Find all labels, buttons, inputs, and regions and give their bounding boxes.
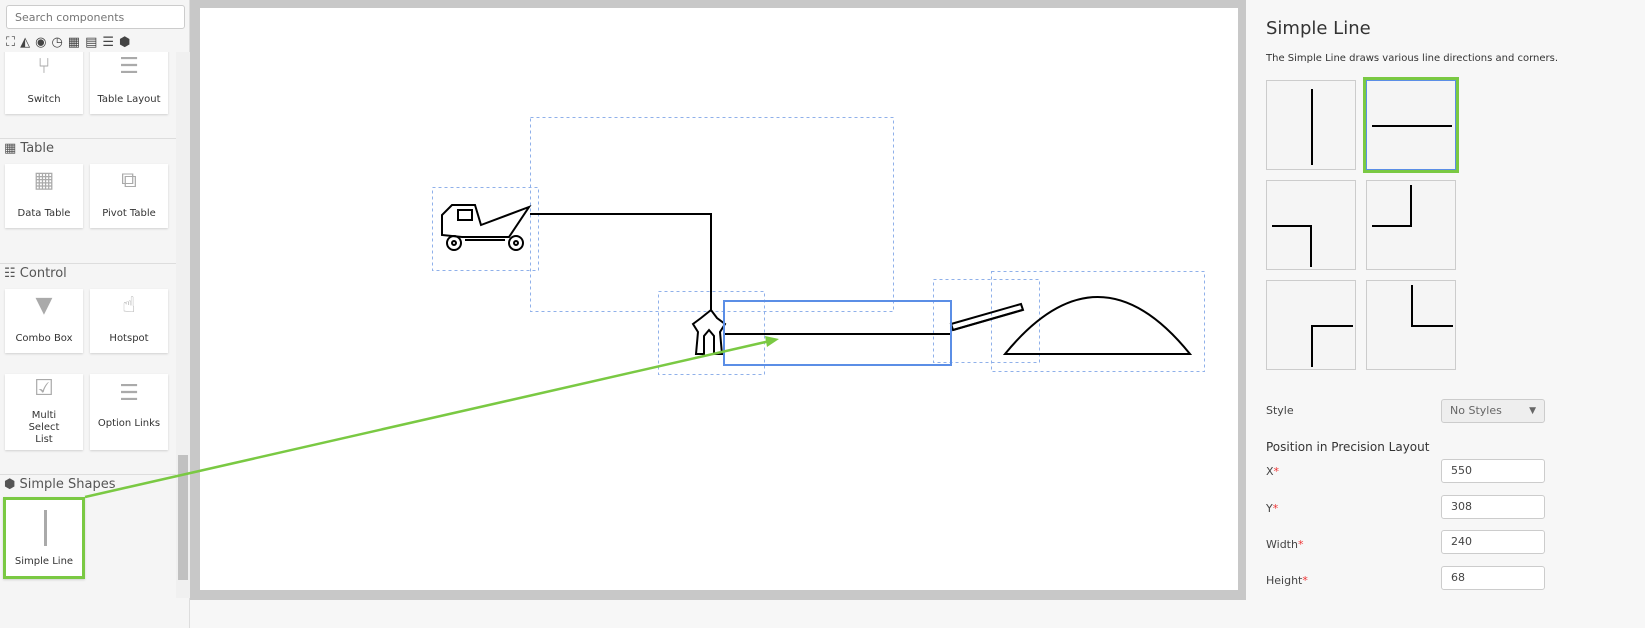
- corner-line[interactable]: [530, 213, 712, 310]
- x-input[interactable]: 550: [1441, 459, 1545, 483]
- y-input[interactable]: 308: [1441, 495, 1545, 519]
- height-input[interactable]: 68: [1441, 566, 1545, 590]
- line-option-corner-bottom-right[interactable]: [1266, 280, 1356, 370]
- line-option-vertical[interactable]: [1266, 80, 1356, 170]
- tile-simple-line[interactable]: Simple Line: [3, 497, 85, 579]
- tile-table-layout[interactable]: ☰Table Layout: [90, 52, 168, 114]
- position-heading: Position in Precision Layout: [1266, 440, 1430, 454]
- panel-title: Simple Line: [1266, 18, 1371, 39]
- component-list: ⑂Switch ☰Table Layout ▦ Table ▦Data Tabl…: [0, 52, 176, 598]
- search-input[interactable]: [6, 5, 185, 29]
- tile-combo-box[interactable]: ▼Combo Box: [5, 289, 83, 353]
- pile-bounding-box[interactable]: [991, 271, 1205, 372]
- data-table-icon: ▦: [33, 169, 55, 193]
- line-option-corner-bottom-left[interactable]: [1366, 180, 1456, 270]
- line-option-horizontal[interactable]: [1366, 80, 1456, 170]
- line-option-corner-top-right[interactable]: [1266, 180, 1356, 270]
- canvas-drawing: [432, 117, 1205, 375]
- properties-panel: Simple Line The Simple Line draws variou…: [1248, 0, 1645, 628]
- section-control: ☷ Control: [0, 263, 176, 283]
- style-select[interactable]: No Styles▼: [1441, 399, 1545, 423]
- conveyor-icon: [949, 302, 1025, 332]
- switch-icon: ⑂: [37, 55, 51, 79]
- tile-data-table[interactable]: ▦Data Table: [5, 164, 83, 228]
- selected-line-outline[interactable]: [723, 300, 952, 366]
- section-table: ▦ Table: [0, 138, 176, 158]
- y-label: Y*: [1266, 502, 1279, 515]
- height-label: Height*: [1266, 574, 1308, 587]
- component-sidebar: ⛶ ◭ ◉ ◷ ▦ ▤ ☰ ⬢ ⑂Switch ☰Table Layout ▦ …: [0, 0, 190, 628]
- sliders-icon: ☷: [4, 266, 20, 281]
- hierarchy-icon[interactable]: ⛶: [6, 35, 16, 50]
- cube-icon[interactable]: ⬢: [119, 35, 131, 50]
- scrollbar-thumb[interactable]: [178, 455, 188, 580]
- width-label: Width*: [1266, 538, 1304, 551]
- category-icons: ⛶ ◭ ◉ ◷ ▦ ▤ ☰ ⬢: [6, 35, 130, 50]
- conveyor-bounding-box[interactable]: [933, 279, 1040, 363]
- panel-description: The Simple Line draws various line direc…: [1266, 53, 1559, 64]
- style-label: Style: [1266, 404, 1294, 417]
- table-icon: ▦: [4, 141, 21, 156]
- combo-box-icon: ▼: [35, 294, 53, 318]
- tile-hotspot[interactable]: ☝Hotspot: [90, 289, 168, 353]
- x-label: X*: [1266, 465, 1280, 478]
- design-canvas[interactable]: [200, 8, 1238, 590]
- truck-icon: [441, 204, 532, 251]
- crane-claw-icon: [691, 308, 727, 355]
- eye-icon[interactable]: ◉: [35, 35, 47, 50]
- pivot-table-icon: ⧉: [121, 169, 137, 193]
- cube-icon: ⬢: [4, 477, 20, 492]
- tile-option-links[interactable]: ☰Option Links: [90, 374, 168, 450]
- width-input[interactable]: 240: [1441, 530, 1545, 554]
- table-icon[interactable]: ▤: [85, 35, 98, 50]
- checklist-icon: ☑: [34, 377, 54, 401]
- section-simple-shapes: ⬢ Simple Shapes: [0, 474, 176, 494]
- area-chart-icon[interactable]: ◭: [20, 35, 31, 50]
- tile-switch[interactable]: ⑂Switch: [5, 52, 83, 114]
- grid-icon[interactable]: ▦: [67, 35, 81, 50]
- pile-icon: [1002, 296, 1193, 355]
- hand-pointer-icon: ☝: [122, 294, 136, 318]
- option-links-icon: ☰: [119, 382, 139, 406]
- clock-icon[interactable]: ◷: [51, 35, 63, 50]
- truck-bounding-box[interactable]: [432, 187, 539, 271]
- tile-multi-select-list[interactable]: ☑Multi Select List: [5, 374, 83, 450]
- simple-line-icon: [44, 510, 47, 546]
- dropdown-arrow-icon: ▼: [1529, 406, 1536, 416]
- line-option-corner-top-left[interactable]: [1366, 280, 1456, 370]
- tile-pivot-table[interactable]: ⧉Pivot Table: [90, 164, 168, 228]
- sliders-icon[interactable]: ☰: [102, 35, 115, 50]
- table-layout-icon: ☰: [119, 55, 139, 79]
